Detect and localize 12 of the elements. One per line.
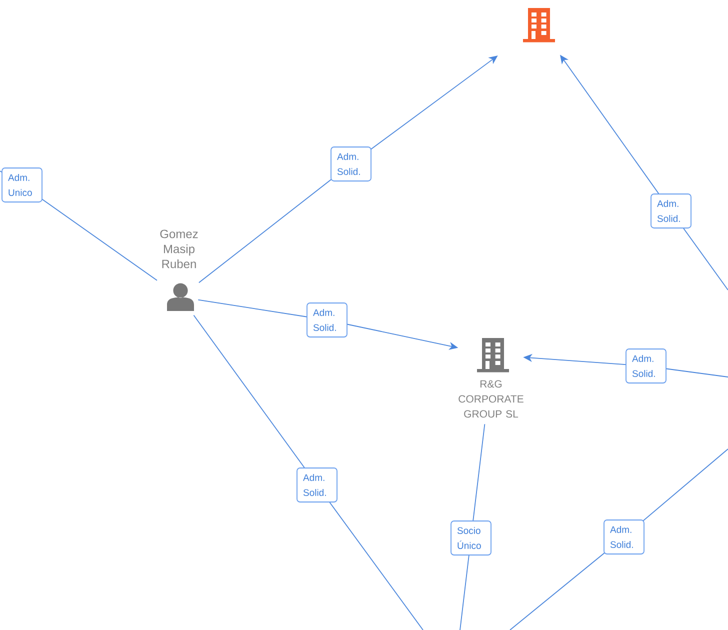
edge-label: Adm. Solid. — [626, 348, 666, 384]
edge-label: Adm. Solid. — [306, 302, 348, 338]
edge-label: Socio Único — [450, 520, 492, 556]
edge-label: Adm. Solid. — [330, 146, 372, 182]
company-name: R&G CORPORATE GROUP SL — [458, 380, 524, 418]
connector-line — [193, 314, 424, 630]
building-icon — [523, 8, 555, 42]
edge-label: Adm. Solid. — [650, 194, 692, 228]
person-name: Gomez Masip Ruben — [160, 230, 198, 268]
role-tag: Adm. Solid. — [604, 520, 644, 554]
edge-label: Adm. Solid. — [296, 468, 338, 502]
edge-label: Adm. Unico — [2, 168, 42, 202]
